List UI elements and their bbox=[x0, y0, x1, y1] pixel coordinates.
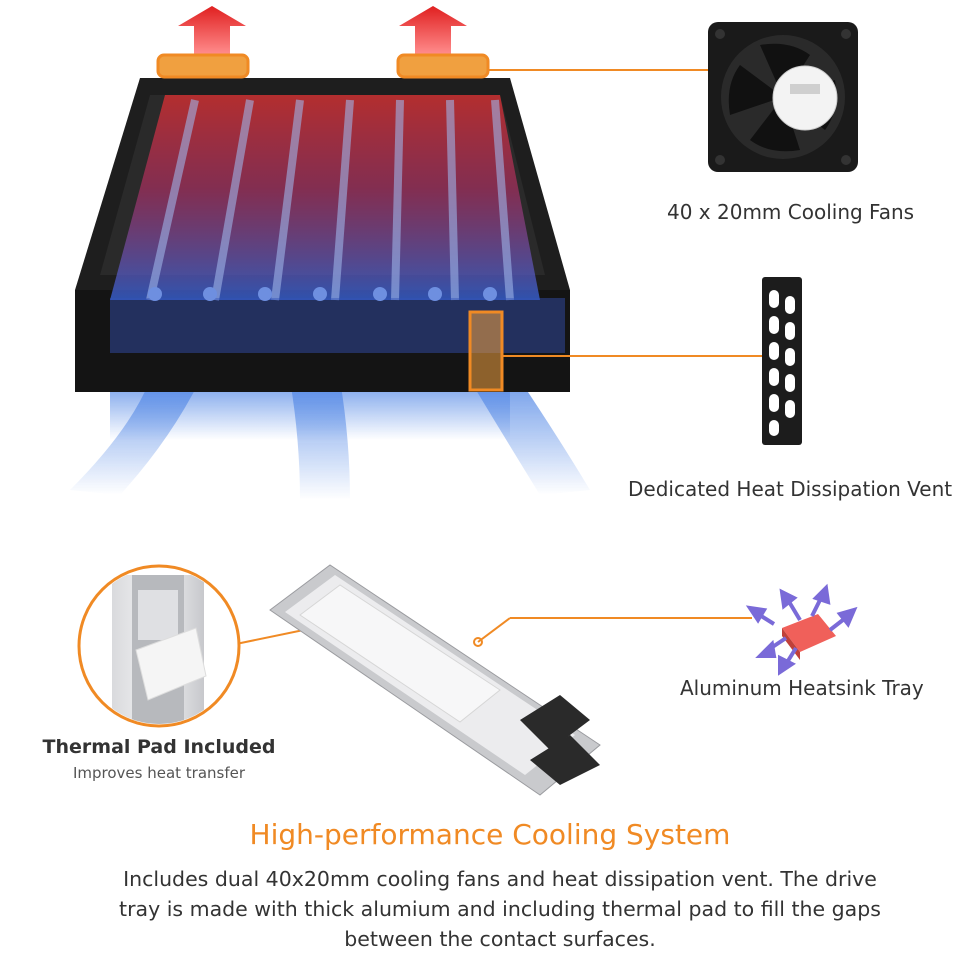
cooling-fans-label: 40 x 20mm Cooling Fans bbox=[667, 200, 915, 224]
drive-tray-illustration bbox=[269, 564, 601, 796]
page-headline: High-performance Cooling System bbox=[249, 818, 731, 851]
cooling-fan-icon bbox=[708, 22, 858, 172]
airflow-graphic bbox=[70, 380, 590, 500]
heatsink-heat-icon bbox=[745, 583, 858, 676]
heat-vent-label: Dedicated Heat Dissipation Vent bbox=[628, 477, 953, 501]
vent-panel-icon bbox=[762, 277, 802, 445]
thermal-pad-subtitle: Improves heat transfer bbox=[72, 764, 246, 782]
hot-air-arrow-icon bbox=[178, 6, 467, 54]
thermal-pad-title: Thermal Pad Included bbox=[42, 736, 276, 758]
heatsink-tray-label: Aluminum Heatsink Tray bbox=[680, 676, 924, 700]
page-description: Includes dual 40x20mm cooling fans and h… bbox=[119, 867, 881, 951]
drive-enclosure bbox=[75, 53, 570, 392]
thermal-pad-closeup bbox=[77, 564, 241, 728]
